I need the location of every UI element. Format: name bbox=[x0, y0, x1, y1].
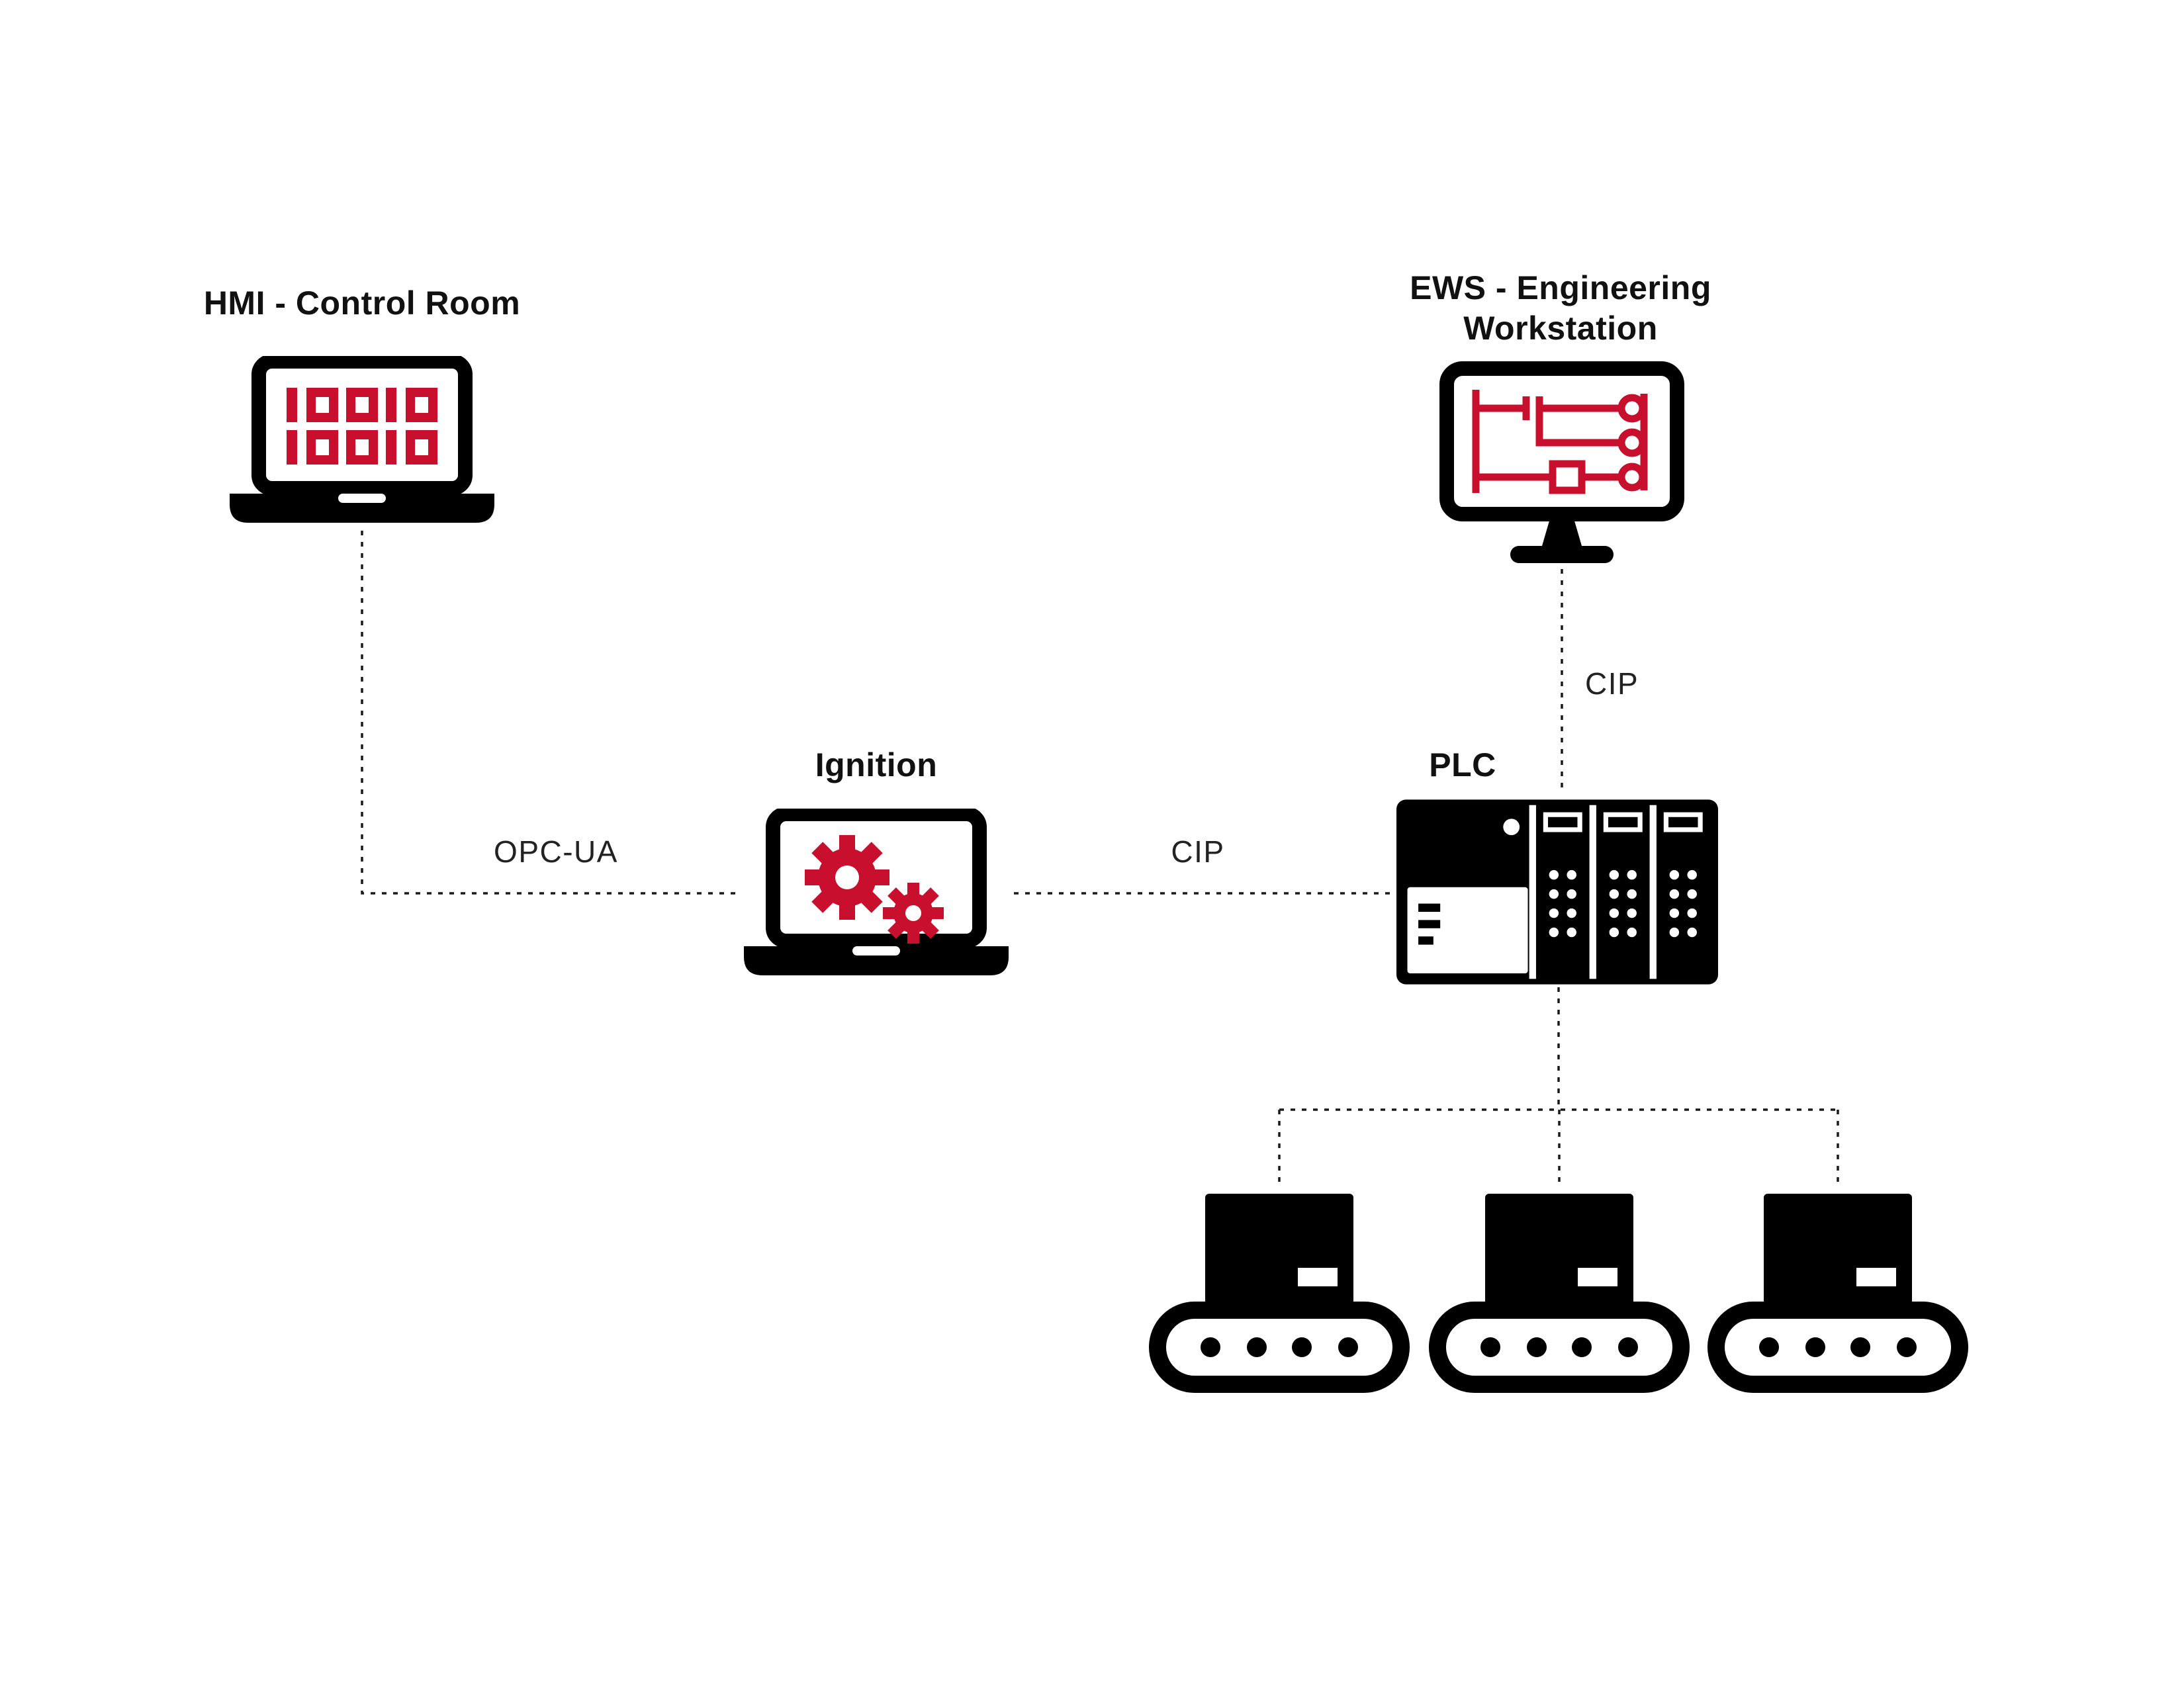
ews-node-label-line1: EWS - Engineering bbox=[1410, 269, 1711, 306]
ews-monitor-ladder-logic-icon bbox=[1436, 361, 1688, 586]
connection-label-opcua: OPC-UA bbox=[494, 834, 618, 869]
ignition-node-label: Ignition bbox=[815, 746, 938, 783]
conveyor-machine-icon-1 bbox=[1147, 1191, 1412, 1396]
plc-rack-icon bbox=[1396, 799, 1718, 985]
connection-plc-bus bbox=[1278, 987, 1839, 1188]
conveyor-machine-icon-3 bbox=[1706, 1191, 1970, 1396]
conveyor-machine-icon-2 bbox=[1427, 1191, 1692, 1396]
ews-node-label: EWS - Engineering Workstation bbox=[1329, 268, 1792, 349]
plc-node-label: PLC bbox=[1429, 746, 1496, 783]
hmi-laptop-binary-icon bbox=[230, 356, 494, 528]
hmi-node-label: HMI - Control Room bbox=[203, 285, 521, 322]
ignition-laptop-gears-icon bbox=[744, 809, 1009, 981]
connection-label-cip-ews-plc: CIP bbox=[1585, 666, 1639, 701]
ews-node-label-line2: Workstation bbox=[1463, 310, 1658, 347]
connection-label-cip-ignition-plc: CIP bbox=[1171, 834, 1225, 869]
